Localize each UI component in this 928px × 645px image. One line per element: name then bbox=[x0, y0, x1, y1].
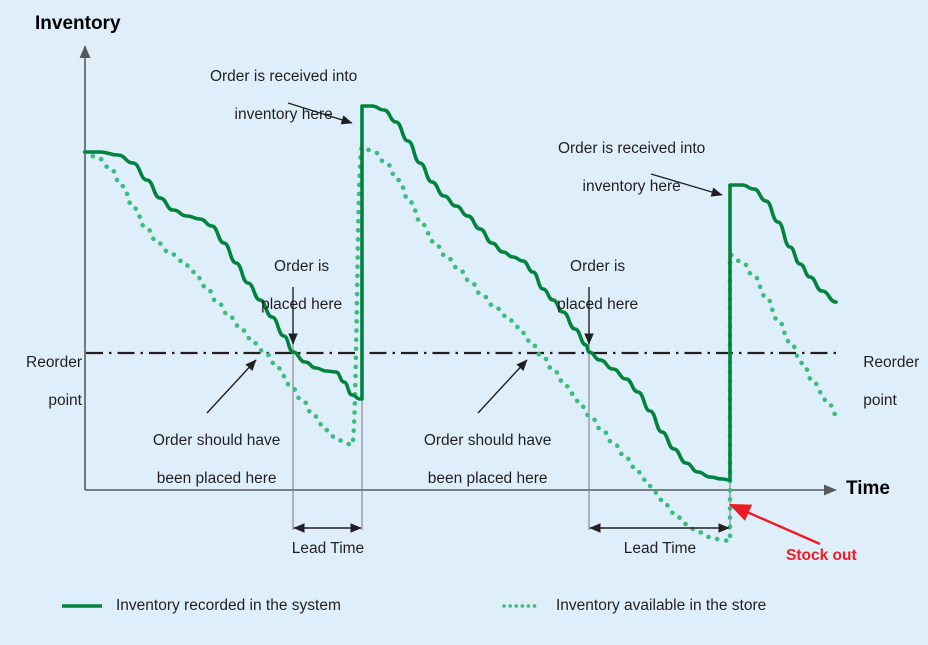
reorder-point-label-right-line1: Reorder bbox=[863, 354, 920, 371]
annotation-order-placed-1-line2: placed here bbox=[261, 296, 343, 313]
arrow-should-placed-1 bbox=[206, 359, 257, 414]
arrow-received-2 bbox=[650, 173, 723, 197]
annotation-order-received-1: Order is received into inventory here bbox=[175, 48, 375, 143]
annotation-order-placed-2: Order is placed here bbox=[519, 238, 659, 333]
annotation-order-placed-1: Order is placed here bbox=[223, 238, 363, 333]
annotation-should-have-placed-1-line2: been placed here bbox=[156, 470, 277, 487]
annotation-order-received-2-line2: inventory here bbox=[582, 178, 681, 195]
annotation-order-received-1-line2: inventory here bbox=[234, 106, 333, 123]
lead-time-label-1: Lead Time bbox=[291, 540, 365, 557]
arrow-should-placed-2 bbox=[477, 359, 528, 414]
annotation-order-placed-1-line1: Order is bbox=[274, 258, 330, 275]
reorder-point-label-left-line2: point bbox=[48, 392, 82, 409]
annotation-order-placed-2-line2: placed here bbox=[557, 296, 639, 313]
axis-group bbox=[79, 45, 837, 496]
stock-out-label: Stock out bbox=[786, 547, 857, 564]
reorder-point-label-right: Reorder point bbox=[846, 334, 919, 429]
lead-time-label-2: Lead Time bbox=[623, 540, 697, 557]
series-inventory-recorded bbox=[83, 104, 838, 482]
annotation-order-received-1-line1: Order is received into bbox=[209, 68, 358, 85]
annotation-should-have-placed-2: Order should have been placed here bbox=[384, 412, 574, 507]
y-axis-title: Inventory bbox=[35, 13, 121, 34]
annotation-order-received-2-line1: Order is received into bbox=[557, 140, 706, 157]
legend-label-available: Inventory available in the store bbox=[556, 597, 767, 614]
annotation-should-have-placed-2-line1: Order should have bbox=[423, 432, 552, 449]
annotation-should-have-placed-1-line1: Order should have bbox=[152, 432, 281, 449]
reorder-point-label-left: Reorder point bbox=[0, 334, 82, 429]
annotation-order-received-2: Order is received into inventory here bbox=[523, 120, 723, 215]
arrow-received-1 bbox=[287, 102, 353, 125]
legend-label-recorded: Inventory recorded in the system bbox=[116, 597, 341, 614]
reorder-point-label-left-line1: Reorder bbox=[26, 354, 82, 371]
annotation-should-have-placed-1: Order should have been placed here bbox=[113, 412, 303, 507]
annotation-order-placed-2-line1: Order is bbox=[570, 258, 626, 275]
annotation-arrows bbox=[206, 102, 821, 546]
arrow-stock-out bbox=[728, 503, 821, 546]
reorder-point-label-right-line2: point bbox=[863, 392, 897, 409]
annotation-should-have-placed-2-line2: been placed here bbox=[427, 470, 548, 487]
x-axis-title: Time bbox=[846, 478, 891, 499]
